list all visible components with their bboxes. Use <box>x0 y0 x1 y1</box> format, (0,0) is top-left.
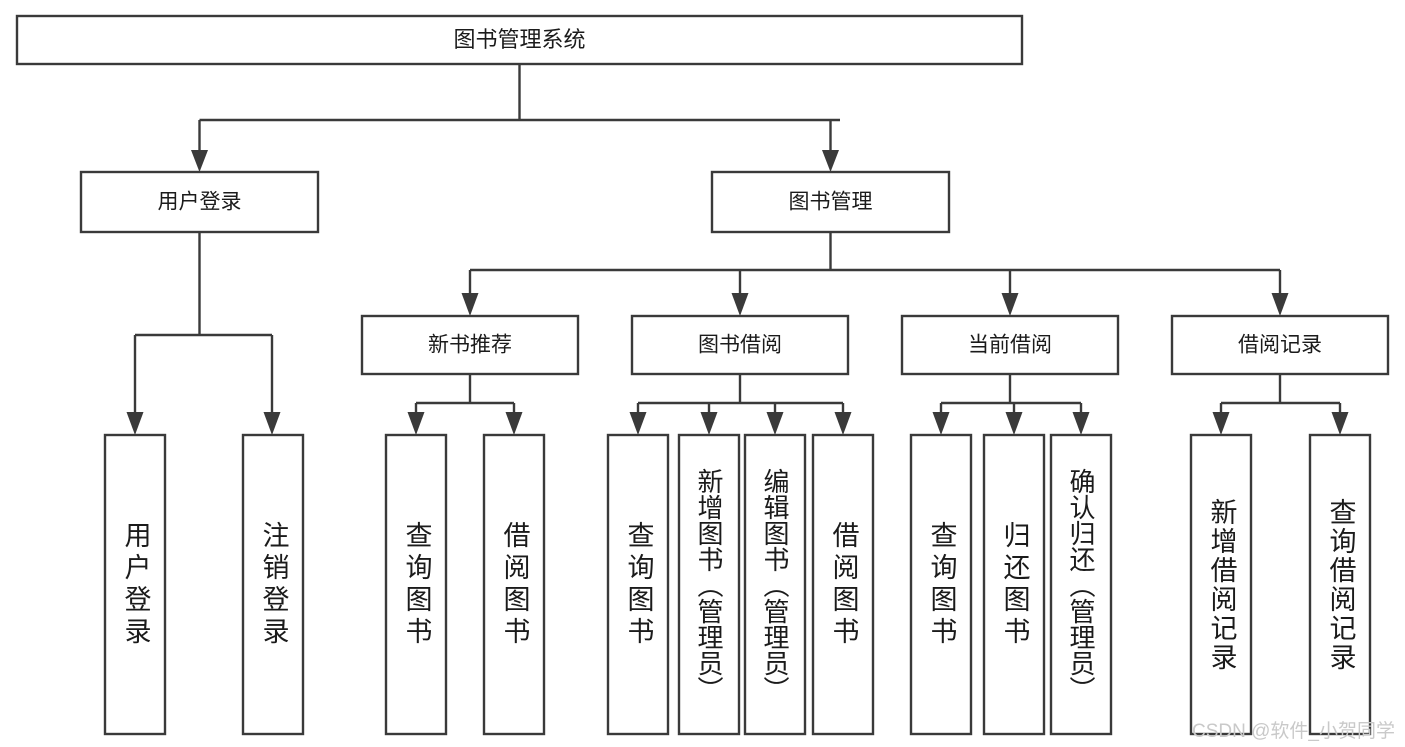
connector-group-root <box>191 64 840 172</box>
connector-group-new-book-rec <box>407 374 523 435</box>
node-box-book-borrow[interactable] <box>630 314 850 376</box>
connector-group-user-login <box>126 232 281 435</box>
node-label-user-login: 用户登录 <box>158 191 242 214</box>
arrow-head-icon <box>1005 412 1023 435</box>
node-box-leaf-borrow-book[interactable] <box>811 433 875 736</box>
node-new-book-recommend[interactable]: 新书推荐 <box>360 314 580 376</box>
leaf-label-add-book-admin: 新增图书（管理员） <box>694 467 724 702</box>
arrow-head-icon <box>461 293 479 316</box>
node-box-new-book-recommend[interactable] <box>360 314 580 376</box>
arrow-head-icon <box>932 412 950 435</box>
connector-group-book-mgmt <box>461 232 1289 316</box>
node-box-leaf-edit-book-admin[interactable] <box>743 433 807 736</box>
node-box-leaf-logout[interactable] <box>241 433 305 736</box>
leaf-label-logout: 注销登录 <box>258 520 289 649</box>
node-box-borrow-record[interactable] <box>1170 314 1390 376</box>
node-box-leaf-user-login[interactable] <box>103 433 167 736</box>
node-label-borrow-record: 借阅记录 <box>1238 334 1322 357</box>
node-box-current-borrow[interactable] <box>900 314 1120 376</box>
node-box-leaf-add-book-admin[interactable] <box>677 433 741 736</box>
arrow-head-icon <box>1331 412 1349 435</box>
node-borrow-record[interactable]: 借阅记录 <box>1170 314 1390 376</box>
node-box-leaf-confirm-return-admin[interactable] <box>1049 433 1113 736</box>
connector-group-borrow-record <box>1212 374 1349 435</box>
node-book-management[interactable]: 图书管理 <box>710 170 951 234</box>
leaf-label-borrow-book: 借阅图书 <box>828 520 859 649</box>
leaf-label-query-book-rec: 查询图书 <box>401 520 432 649</box>
leaf-label-add-borrow-record: 新增借阅记录 <box>1206 497 1237 672</box>
leaf-label-query-book-current: 查询图书 <box>926 520 957 649</box>
arrow-head-icon <box>822 150 839 172</box>
leaf-label-return-book: 归还图书 <box>999 520 1030 649</box>
node-label-current-borrow: 当前借阅 <box>968 334 1052 357</box>
node-label-root: 图书管理系统 <box>453 27 585 52</box>
leaf-label-query-borrow-record: 查询借阅记录 <box>1325 497 1356 672</box>
node-label-new-book-recommend: 新书推荐 <box>428 334 512 357</box>
arrow-head-icon <box>1271 293 1289 316</box>
arrow-head-icon <box>1072 412 1090 435</box>
arrow-head-icon <box>191 150 208 172</box>
node-box-leaf-borrow-book-rec[interactable] <box>482 433 546 736</box>
watermark-text: CSDN @软件_小贺同学 <box>1192 721 1395 742</box>
node-user-login[interactable]: 用户登录 <box>79 170 320 234</box>
arrow-head-icon <box>505 412 523 435</box>
node-box-leaf-return-book[interactable] <box>982 433 1046 736</box>
arrow-head-icon <box>407 412 425 435</box>
leaf-label-confirm-return-admin: 确认归还（管理员） <box>1066 467 1096 702</box>
node-book-borrow[interactable]: 图书借阅 <box>630 314 850 376</box>
arrow-head-icon <box>766 412 784 435</box>
node-current-borrow[interactable]: 当前借阅 <box>900 314 1120 376</box>
arrow-head-icon <box>126 412 144 435</box>
node-box-book-management[interactable] <box>710 170 951 234</box>
node-box-root[interactable] <box>15 14 1024 66</box>
arrow-head-icon <box>834 412 852 435</box>
arrow-head-icon <box>1212 412 1230 435</box>
node-box-leaf-query-book-current[interactable] <box>909 433 973 736</box>
leaf-label-edit-book-admin: 编辑图书（管理员） <box>760 467 790 702</box>
node-box-leaf-add-borrow-record[interactable] <box>1189 433 1253 736</box>
connector-group-current-borrow <box>932 374 1090 435</box>
arrow-head-icon <box>629 412 647 435</box>
node-label-book-management: 图书管理 <box>789 191 873 214</box>
node-label-book-borrow: 图书借阅 <box>698 334 782 357</box>
node-box-user-login[interactable] <box>79 170 320 234</box>
connector-group-book-borrow <box>629 374 852 435</box>
leaf-label-borrow-book-rec: 借阅图书 <box>499 520 530 649</box>
leaf-label-query-book-borrow: 查询图书 <box>623 520 654 649</box>
arrow-head-icon <box>731 293 749 316</box>
arrow-head-icon <box>1001 293 1019 316</box>
node-root[interactable]: 图书管理系统 <box>15 14 1024 66</box>
node-box-leaf-query-book-borrow[interactable] <box>606 433 670 736</box>
arrow-head-icon <box>700 412 718 435</box>
leaf-label-user-login: 用户登录 <box>120 520 151 649</box>
node-box-leaf-query-borrow-record[interactable] <box>1308 433 1372 736</box>
arrow-head-icon <box>263 412 281 435</box>
node-box-leaf-query-book-rec[interactable] <box>384 433 448 736</box>
